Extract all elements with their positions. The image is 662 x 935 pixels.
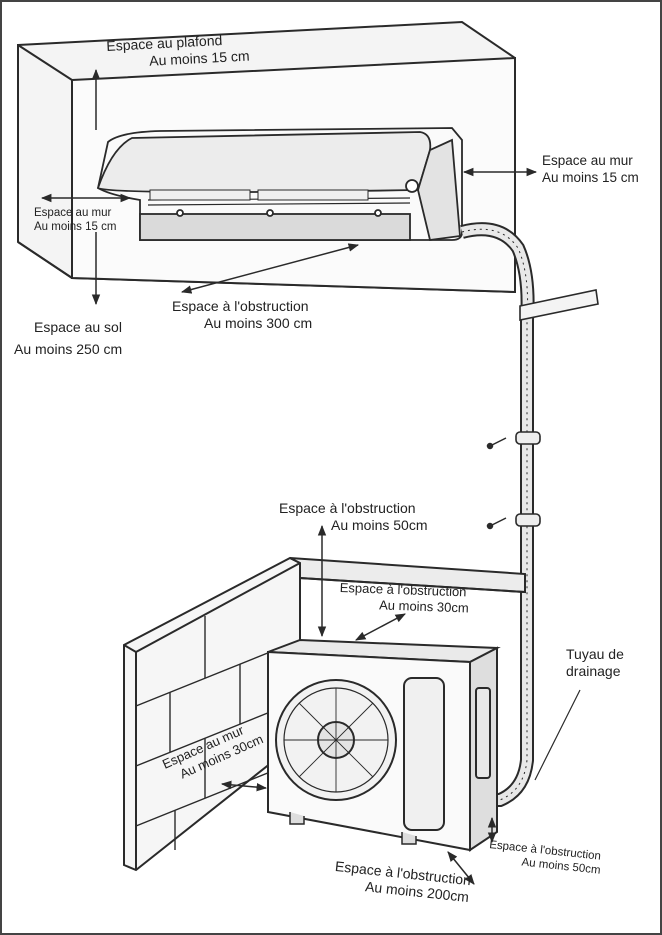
arrow-outdoor-wall	[220, 780, 268, 792]
arrow-front-indoor	[180, 243, 360, 294]
pipe-clamps	[515, 431, 541, 527]
label-wall-right: Espace au mur Au moins 15 cm	[542, 153, 639, 185]
indoor-ac-unit	[96, 127, 463, 241]
label-wall-left: Espace au mur Au moins 15 cm	[34, 207, 117, 233]
clearance-arrows	[40, 68, 538, 885]
screw-icon	[486, 437, 507, 530]
outdoor-ac-unit	[267, 638, 501, 852]
label-drain-pipe: Tuyau de drainage	[566, 646, 624, 679]
label-front-indoor: Espace à l'obstruction Au moins 300 cm	[172, 298, 313, 331]
label-floor: Espace au sol Au moins 250 cm	[14, 319, 123, 357]
fan-grille-spokes	[284, 688, 388, 792]
arrow-outdoor-front	[447, 851, 475, 885]
drain-pipe	[519, 289, 599, 321]
drain-leader-line	[534, 689, 581, 781]
label-outdoor-back: Espace à l'obstruction Au moins 30cm	[339, 580, 469, 616]
refrigerant-pipe	[460, 222, 535, 807]
arrow-outdoor-back	[355, 613, 406, 641]
label-outdoor-top: Espace à l'obstruction Au moins 50cm	[279, 500, 428, 533]
